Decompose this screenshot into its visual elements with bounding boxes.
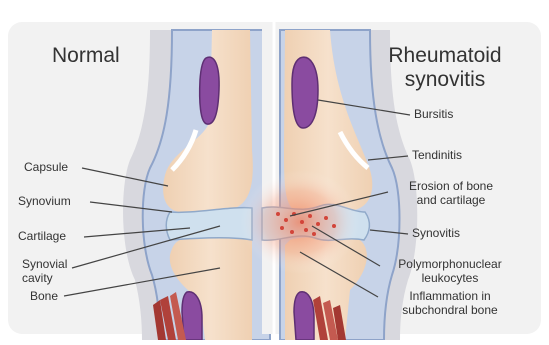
normal-bursa [200,57,219,124]
ra-title-line1: Rheumatoid [360,44,530,68]
label-synovitis: Synovitis [412,227,460,241]
label-capsule: Capsule [24,161,68,175]
label-synovium: Synovium [18,195,71,209]
label-synovial-cavity-line1: Synovial [22,258,67,272]
label-synovial-cavity: Synovial cavity [22,258,67,286]
label-erosion: Erosion of bone and cartilage [386,180,516,208]
label-tendinitis: Tendinitis [412,149,462,163]
label-inflammation: Inflammation in subchondral bone [380,290,520,318]
label-pmn: Polymorphonuclear leukocytes [380,258,520,286]
ra-title: Rheumatoid synovitis [360,44,530,92]
label-bone: Bone [30,290,58,304]
label-pmn-line2: leukocytes [380,272,520,286]
label-inflammation-line2: subchondral bone [380,304,520,318]
label-pmn-line1: Polymorphonuclear [380,258,520,272]
label-bursitis: Bursitis [414,108,453,122]
label-inflammation-line1: Inflammation in [380,290,520,304]
normal-cartilage [166,208,252,240]
ra-title-line2: synovitis [360,68,530,92]
normal-title: Normal [52,44,120,68]
label-erosion-line2: and cartilage [386,194,516,208]
label-synovial-cavity-line2: cavity [22,272,67,286]
label-cartilage: Cartilage [18,230,66,244]
label-erosion-line1: Erosion of bone [386,180,516,194]
ra-bursa [292,57,318,128]
